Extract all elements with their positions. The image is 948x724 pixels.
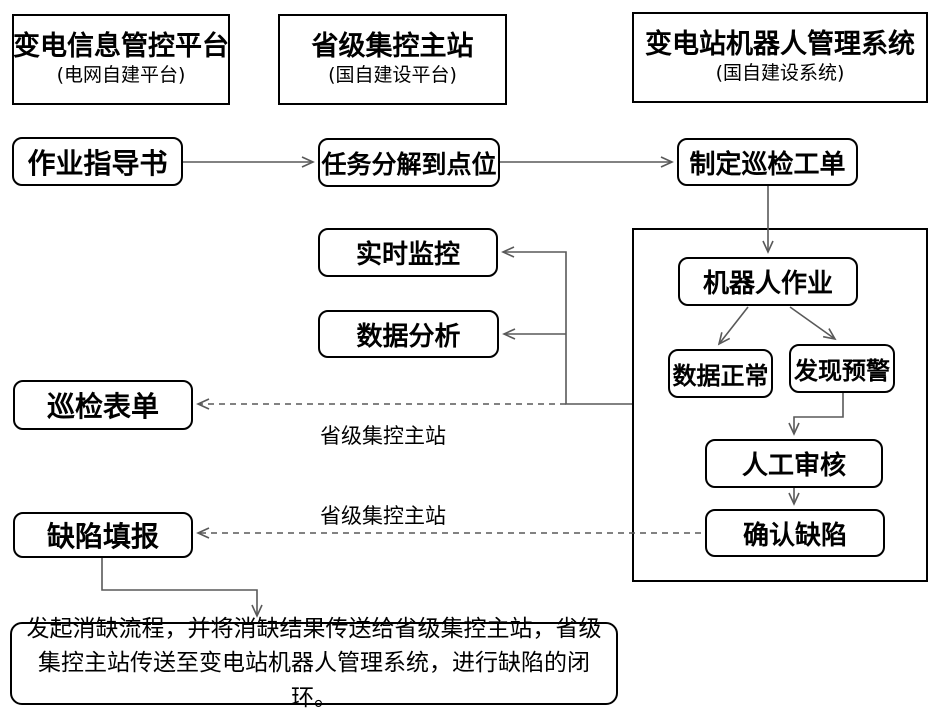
node-defect-report: 缺陷填报 — [13, 512, 193, 558]
node-realtime-monitor: 实时监控 — [318, 228, 498, 277]
node-task-decompose: 任务分解到点位 — [318, 138, 500, 187]
node-robot-work: 机器人作业 — [678, 257, 858, 306]
node-inspection-form: 巡检表单 — [13, 380, 193, 430]
header-provincial-master-station: 省级集控主站 (国自建设平台) — [278, 14, 507, 105]
header-title: 变电信息管控平台 — [13, 30, 229, 62]
node-data-analysis: 数据分析 — [318, 310, 499, 358]
connector-defect-report-to-footer-note — [101, 558, 263, 618]
footer-note-box: 发起消缺流程，并将消缺结果传送给省级集控主站，省级集控主站传送至变电站机器人管理… — [10, 616, 618, 711]
robot-system-boundary-box — [632, 228, 928, 582]
header-robot-management-system: 变电站机器人管理系统 (国自建设系统) — [632, 12, 928, 103]
header-substation-info-platform: 变电信息管控平台 (电网自建平台) — [12, 14, 230, 105]
connector-boundary-to-realtime-monitor — [501, 246, 632, 405]
header-subtitle: (国自建设系统) — [715, 62, 845, 85]
connector-robot-work-to-alarm-found — [789, 306, 837, 341]
node-confirm-defect: 确认缺陷 — [705, 509, 885, 557]
node-data-normal: 数据正常 — [668, 349, 773, 398]
header-title: 变电站机器人管理系统 — [645, 28, 915, 60]
header-subtitle: (国自建设平台) — [328, 64, 457, 87]
header-subtitle: (电网自建平台) — [56, 64, 186, 87]
node-manual-review: 人工审核 — [705, 439, 883, 488]
edge-label-provincial-station-2: 省级集控主站 — [320, 504, 446, 528]
node-work-guide: 作业指导书 — [12, 137, 183, 186]
node-alarm-found: 发现预警 — [789, 344, 895, 393]
connector-robot-work-to-data-normal — [717, 306, 749, 346]
edge-label-provincial-station-1: 省级集控主站 — [320, 424, 446, 448]
header-title: 省级集控主站 — [311, 30, 474, 62]
node-create-order: 制定巡检工单 — [677, 138, 858, 186]
connector-alarm-found-to-manual-review — [788, 393, 844, 436]
